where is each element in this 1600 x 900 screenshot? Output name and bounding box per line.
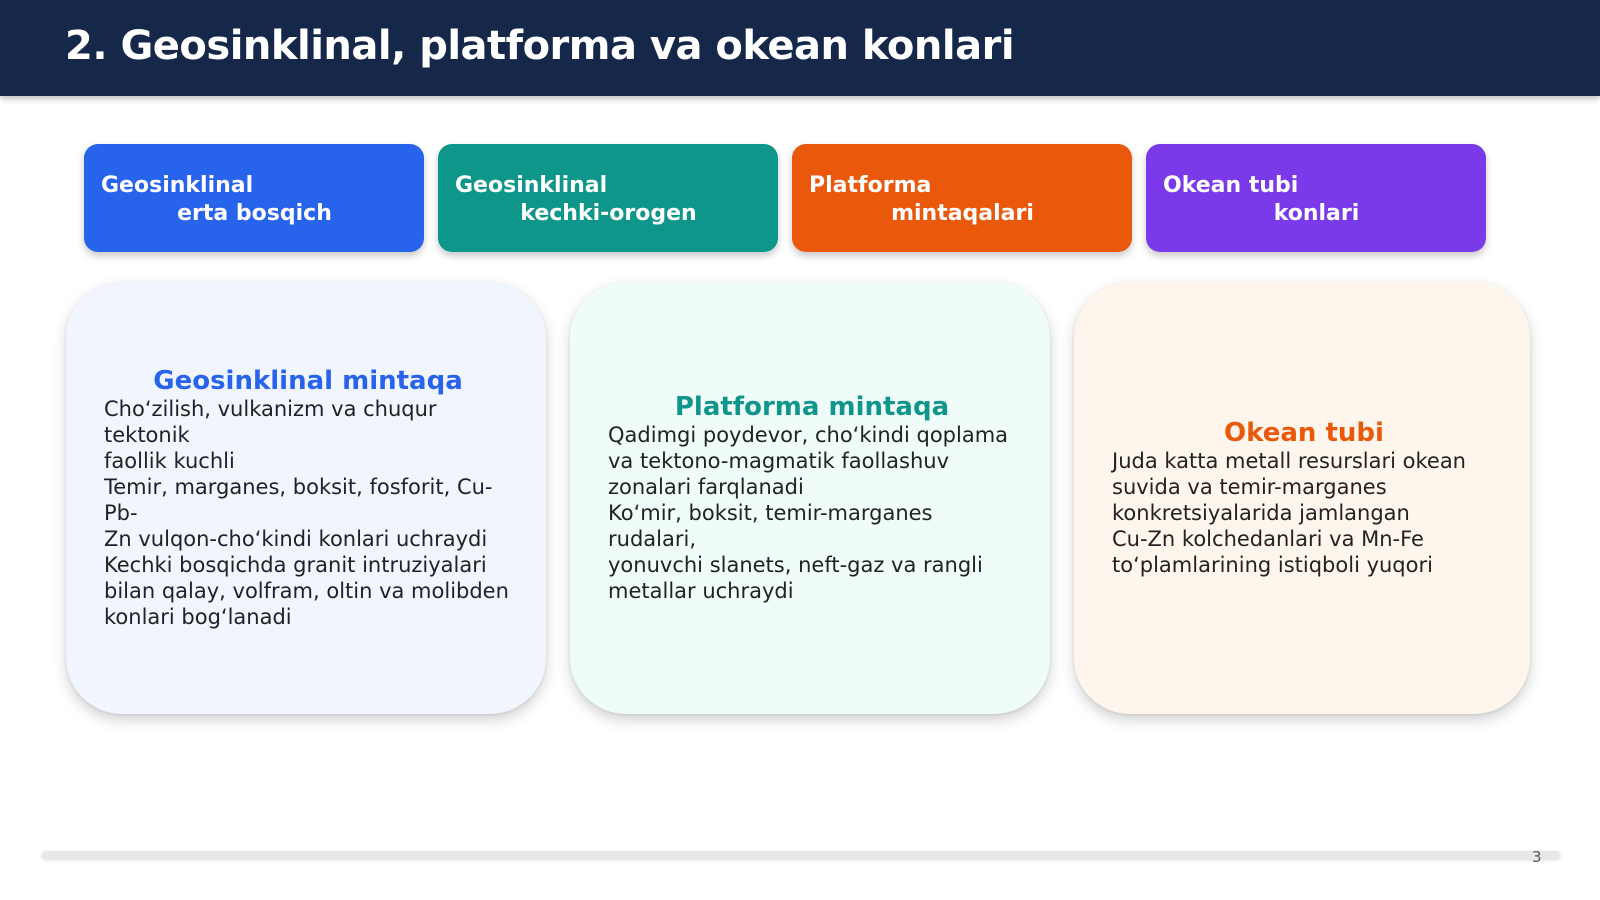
card-line: Ko‘mir, boksit, temir-marganes rudalari, bbox=[608, 501, 933, 551]
card-line: faollik kuchli bbox=[104, 449, 235, 473]
stage-label-line2: mintaqalari bbox=[891, 201, 1034, 226]
card-line: zonalari farqlanadi bbox=[608, 475, 804, 499]
card-line: konkretsiyalarida jamlangan bbox=[1112, 501, 1410, 525]
stage-box-platforma: Platforma mintaqalari bbox=[792, 144, 1132, 252]
card-body: Cho‘zilish, vulkanizm va chuqur tektonik… bbox=[104, 396, 512, 630]
card-title: Okean tubi bbox=[1224, 418, 1384, 448]
stage-box-geosinklinal-erta: Geosinklinal erta bosqich bbox=[84, 144, 424, 252]
card-line: metallar uchraydi bbox=[608, 579, 794, 603]
stage-label-line2: konlari bbox=[1273, 201, 1360, 226]
page-title: 2. Geosinklinal, platforma va okean konl… bbox=[65, 23, 1015, 69]
card-line: konlari bog‘lanadi bbox=[104, 605, 292, 629]
stage-label-line1: Platforma bbox=[809, 173, 932, 198]
card-line: Qadimgi poydevor, cho‘kindi qoplama bbox=[608, 423, 1009, 447]
card-line: Cho‘zilish, vulkanizm va chuqur tektonik bbox=[104, 397, 437, 447]
card-body: Qadimgi poydevor, cho‘kindi qoplama va t… bbox=[608, 422, 1016, 604]
stage-label-line2: erta bosqich bbox=[177, 201, 332, 226]
footer-divider bbox=[42, 851, 1560, 859]
card-title: Platforma mintaqa bbox=[674, 392, 950, 422]
card-okean-tubi: Okean tubi Juda katta metall resurslari … bbox=[1074, 282, 1530, 714]
stage-label-line1: Geosinklinal bbox=[101, 173, 254, 198]
header-bar: 2. Geosinklinal, platforma va okean konl… bbox=[0, 0, 1600, 96]
page-number: 3 bbox=[1532, 848, 1542, 866]
stage-label-line1: Okean tubi bbox=[1163, 173, 1299, 198]
card-body: Juda katta metall resurslari okean suvid… bbox=[1112, 448, 1496, 578]
card-line: Cu-Zn kolchedanlari va Mn-Fe bbox=[1112, 527, 1424, 551]
card-line: Juda katta metall resurslari okean bbox=[1112, 449, 1466, 473]
card-line: Zn vulqon-cho‘kindi konlari uchraydi bbox=[104, 527, 488, 551]
stage-label-line2: kechki-orogen bbox=[520, 201, 697, 226]
card-geosinklinal: Geosinklinal mintaqa Cho‘zilish, vulkani… bbox=[66, 282, 546, 714]
card-line: yonuvchi slanets, neft-gaz va rangli bbox=[608, 553, 983, 577]
card-platforma: Platforma mintaqa Qadimgi poydevor, cho‘… bbox=[570, 282, 1050, 714]
card-line: suvida va temir-marganes bbox=[1112, 475, 1387, 499]
stage-label-line1: Geosinklinal bbox=[455, 173, 608, 198]
stage-box-geosinklinal-kechki: Geosinklinal kechki-orogen bbox=[438, 144, 778, 252]
card-title: Geosinklinal mintaqa bbox=[153, 366, 463, 396]
card-line: bilan qalay, volfram, oltin va molibden bbox=[104, 579, 509, 603]
card-line: to‘plamlarining istiqboli yuqori bbox=[1112, 553, 1433, 577]
stage-box-okean-tubi: Okean tubi konlari bbox=[1146, 144, 1486, 252]
card-line: Kechki bosqichda granit intruziyalari bbox=[104, 553, 487, 577]
card-line: va tektono-magmatik faollashuv bbox=[608, 449, 950, 473]
card-line: Temir, marganes, boksit, fosforit, Cu-Pb… bbox=[104, 475, 493, 525]
